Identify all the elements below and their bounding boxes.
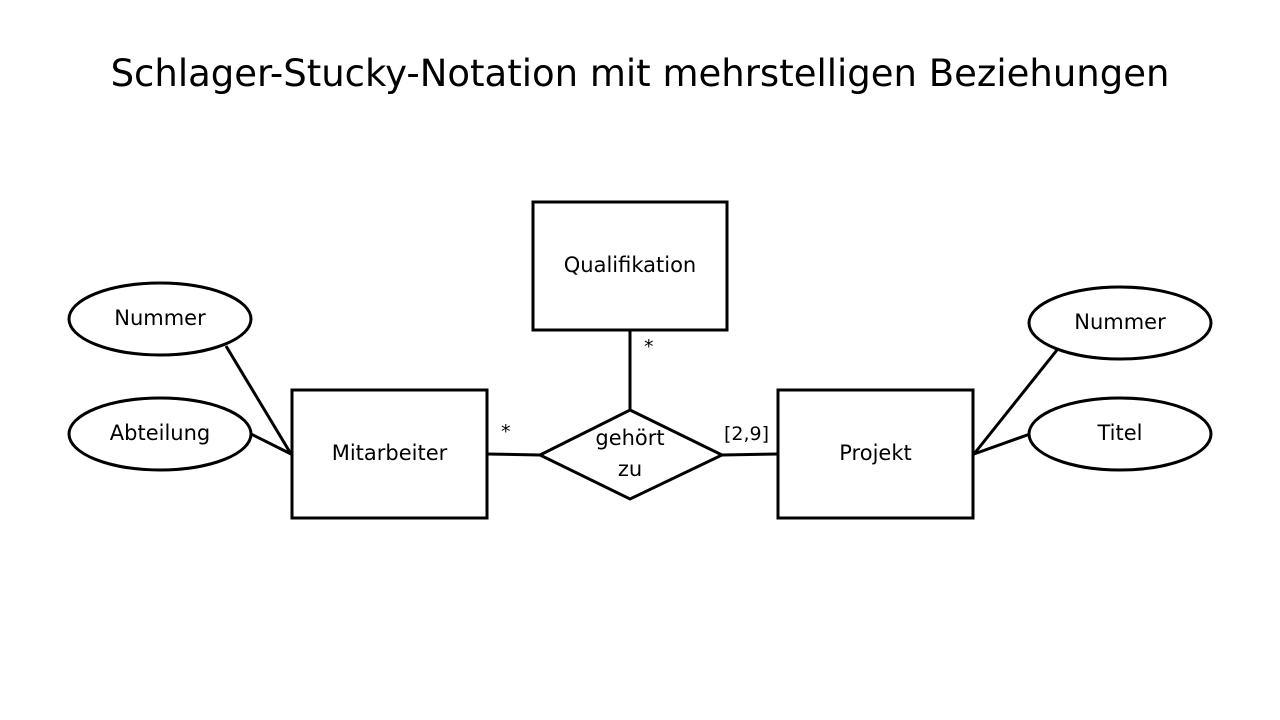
entity-label-qualifikation: Qualifikation [563,253,697,277]
connector-mitarbeiter-nummer [224,345,293,455]
connector-projekt-nummer [972,349,1059,455]
attribute-projekt-nummer [1027,285,1213,361]
attribute-mitarbeiter-abteilung [67,396,253,472]
relationship-gehoert-zu [536,408,726,501]
attribute-mitarbeiter-nummer [67,281,253,357]
attribute-label-mitarbeiter-nummer: Nummer [114,306,206,330]
connector-projekt-relationship [721,452,779,457]
cardinality-qualifikation: * [644,336,654,358]
attribute-label-mitarbeiter-abteilung: Abteilung [109,421,211,445]
entity-projekt [776,388,975,520]
relationship-label: gehört zu [560,423,700,485]
entity-qualifikation [531,200,729,332]
diagram-title: Schlager-Stucky-Notation mit mehrstellig… [110,52,1170,95]
entity-mitarbeiter [290,388,489,520]
connector-projekt-titel [973,432,1031,456]
cardinality-mitarbeiter: * [501,421,511,443]
attribute-label-projekt-titel: Titel [1097,421,1143,445]
connector-mitarbeiter-abteilung [250,432,292,456]
entity-label-projekt: Projekt [839,441,912,465]
attribute-label-projekt-nummer: Nummer [1074,310,1166,334]
entity-label-mitarbeiter: Mitarbeiter [331,441,448,465]
cardinality-projekt: [2,9] [724,423,770,445]
relationship-label-line2: zu [617,457,643,481]
attribute-projekt-titel [1027,396,1213,472]
connector-mitarbeiter-relationship [486,452,541,457]
relationship-label-line1: gehört [595,426,665,450]
